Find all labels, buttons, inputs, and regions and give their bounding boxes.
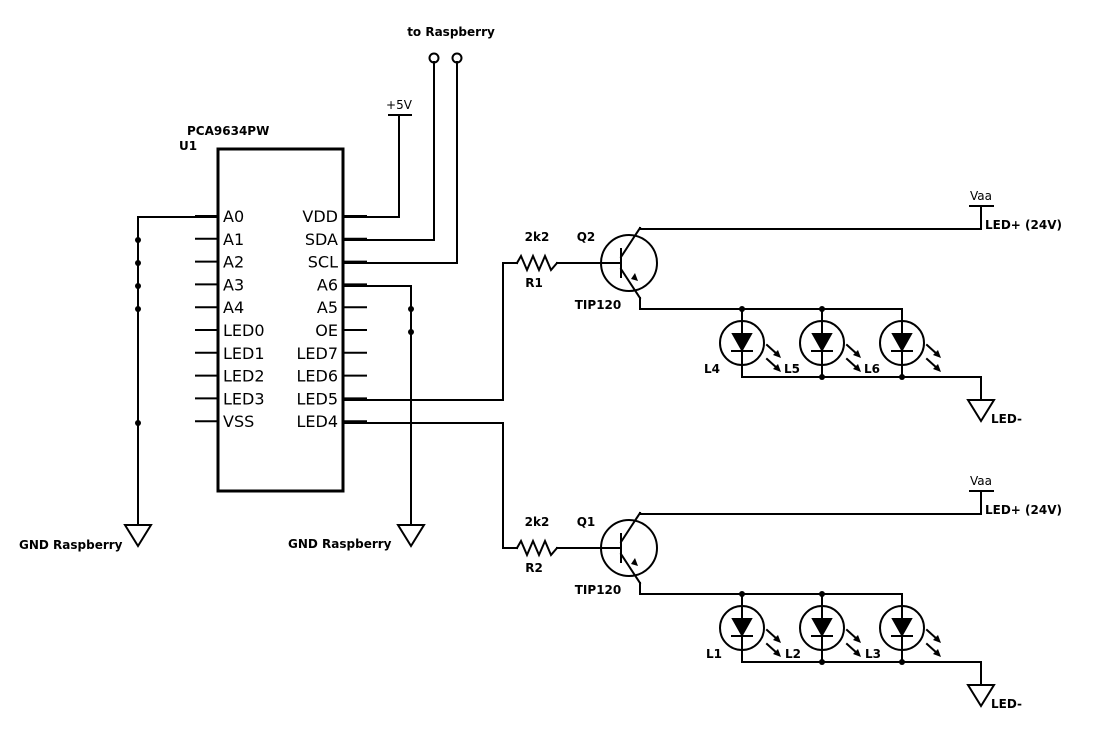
led-icon — [799, 320, 862, 373]
ledplus-bot-label: LED+ (24V) — [985, 503, 1062, 517]
ground-icon — [397, 524, 425, 547]
ledplus-top-label: LED+ (24V) — [985, 218, 1062, 232]
l5-label: L5 — [784, 362, 800, 376]
gnd-left-label: GND Raspberry — [19, 538, 123, 552]
ic-pin-label-a0: A0 — [223, 207, 244, 226]
ledminus-bot-label: LED- — [991, 697, 1022, 711]
r2-ref: R2 — [525, 561, 543, 575]
l4-label: L4 — [704, 362, 720, 376]
led-icon — [879, 605, 942, 658]
r1-ref: R1 — [525, 276, 543, 290]
ic-pin-label-vdd: VDD — [302, 207, 338, 226]
plus5v-label: +5V — [386, 98, 413, 112]
l3-label: L3 — [865, 647, 881, 661]
q1-ref: Q1 — [577, 515, 596, 529]
ic-pin-label-a4: A4 — [223, 298, 244, 317]
led-icon — [879, 320, 942, 373]
ic-part-label: PCA9634PW — [187, 124, 269, 138]
l1-label: L1 — [706, 647, 722, 661]
q2-part: TIP120 — [575, 298, 622, 312]
ic-pin-label-scl: SCL — [308, 253, 338, 272]
ic-pin-label-a1: A1 — [223, 230, 244, 249]
ledminus-top-label: LED- — [991, 412, 1022, 426]
ic-ref-label: U1 — [179, 139, 197, 153]
q1-part: TIP120 — [575, 583, 622, 597]
l2-label: L2 — [785, 647, 801, 661]
ic-pin-label-oe: OE — [315, 321, 338, 340]
to-raspberry-label: to Raspberry — [407, 25, 495, 39]
ic-pin-label-a5: A5 — [317, 298, 338, 317]
ic-pin-label-a2: A2 — [223, 253, 244, 272]
led-icon — [799, 605, 862, 658]
ic-pin-label-led7: LED7 — [296, 344, 338, 363]
ic-pin-label-led2: LED2 — [223, 367, 265, 386]
ic-pin-label-led1: LED1 — [223, 344, 265, 363]
lower-driver-channel: 2k2 R2 Q1 TIP120 Vaa LED+ (24V) LED- L1 … — [516, 474, 1062, 711]
ic-pin-label-a3: A3 — [223, 275, 244, 294]
resistor-icon — [516, 255, 558, 271]
upper-driver-channel: 2k2 R1 Q2 TIP120 Vaa LED+ (24V) LED- L4 … — [516, 189, 1062, 426]
l6-label: L6 — [864, 362, 880, 376]
resistor-icon — [516, 540, 558, 556]
ic-u1-body — [216, 147, 345, 493]
ic-pin-label-led0: LED0 — [223, 321, 265, 340]
ic-pin-label-led4: LED4 — [296, 412, 338, 431]
led-icon — [719, 320, 782, 373]
npn-transistor-icon — [600, 227, 658, 299]
gnd-mid-label: GND Raspberry — [288, 537, 392, 551]
left-address-wiring — [135, 216, 219, 526]
ic-pin-label-a6: A6 — [317, 275, 338, 294]
vaa-top-label: Vaa — [970, 189, 992, 203]
ic-pin-label-led3: LED3 — [223, 389, 265, 408]
ic-pin-label-led6: LED6 — [296, 367, 338, 386]
ground-icon — [124, 524, 152, 547]
ic-pin-label-led5: LED5 — [296, 389, 338, 408]
right-power-bus-wiring — [342, 61, 458, 526]
npn-transistor-icon — [600, 512, 658, 584]
r1-value: 2k2 — [525, 230, 550, 244]
ic-pin-label-vss: VSS — [223, 412, 254, 431]
r2-value: 2k2 — [525, 515, 550, 529]
led4-drive-wire — [342, 422, 518, 549]
led5-drive-wire — [342, 262, 518, 401]
q2-ref: Q2 — [577, 230, 596, 244]
ic-pin-label-sda: SDA — [305, 230, 338, 249]
led-icon — [719, 605, 782, 658]
vaa-bot-label: Vaa — [970, 474, 992, 488]
